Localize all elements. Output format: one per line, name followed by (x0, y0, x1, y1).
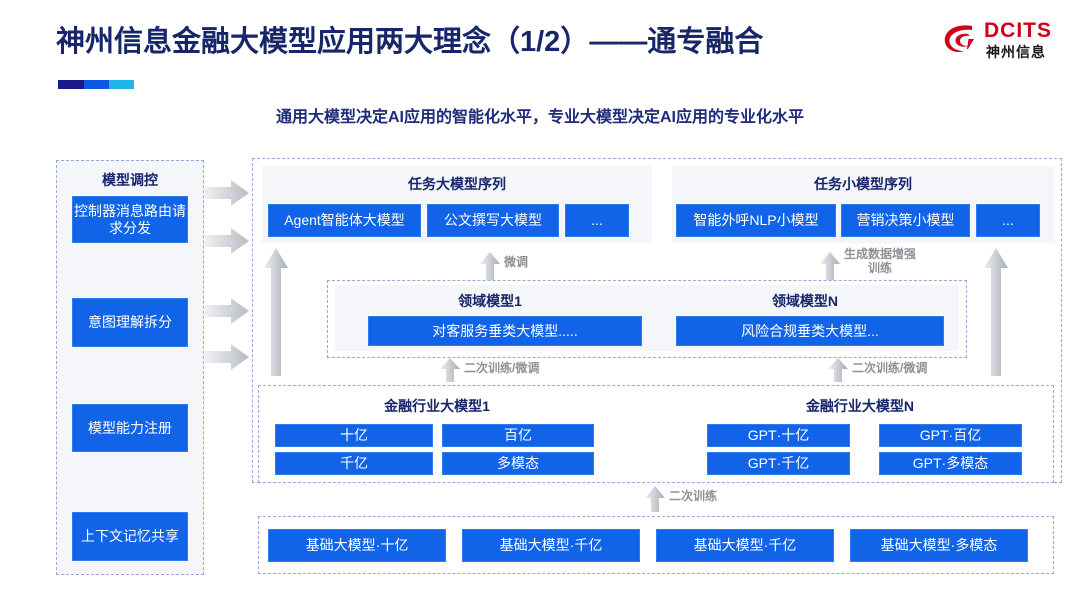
domain-panel-0-title: 领域模型1 (458, 293, 522, 309)
task-panel-0-title: 任务大模型序列 (408, 176, 506, 192)
sidebar-item-0[interactable]: 控制器消息路由请求分发 (72, 196, 188, 243)
dcits-logo: DCITS 神州信息 (942, 18, 1066, 66)
label-retrain-finetune-left: 二次训练/微调 (464, 361, 540, 375)
arrow-up-icon-retrain (645, 486, 665, 512)
industry-1-box-2[interactable]: GPT·千亿 (707, 452, 850, 475)
industry-1-box-1[interactable]: GPT·百亿 (879, 424, 1022, 447)
sidebar-title: 模型调控 (102, 172, 158, 188)
industry-1-box-0[interactable]: GPT·十亿 (707, 424, 850, 447)
foundation-box-0[interactable]: 基础大模型·十亿 (268, 529, 446, 562)
industry-1-box-3[interactable]: GPT·多模态 (879, 452, 1022, 475)
task-0-box-1[interactable]: 公文撰写大模型 (427, 204, 559, 237)
domain-1-box[interactable]: 风险合规垂类大模型... (676, 316, 944, 346)
logo-sub-wordmark: 神州信息 (986, 44, 1046, 60)
foundation-box-3[interactable]: 基础大模型·多模态 (850, 529, 1028, 562)
sidebar-item-3[interactable]: 上下文记忆共享 (72, 512, 188, 561)
domain-0-box[interactable]: 对客服务垂类大模型..... (368, 316, 642, 346)
domain-panel-1-title: 领域模型N (771, 293, 839, 309)
arrow-up-icon-data-aug (820, 252, 840, 280)
sidebar-item-1[interactable]: 意图理解拆分 (72, 298, 188, 347)
arrow-right-icon-3 (205, 344, 249, 370)
arrow-right-icon-2 (205, 298, 249, 324)
task-panel-1-title: 任务小模型序列 (814, 176, 912, 192)
arrow-up-icon-retrain-right (828, 358, 848, 382)
label-retrain: 二次训练 (669, 489, 718, 503)
accent-bar (58, 80, 134, 89)
arrow-up-icon-tall-right (984, 248, 1008, 376)
industry-panel-1-title: 金融行业大模型N (805, 398, 915, 414)
task-1-box-1[interactable]: 营销决策小模型 (841, 204, 970, 237)
page-subtitle: 通用大模型决定AI应用的智能化水平，专业大模型决定AI应用的专业化水平 (275, 109, 804, 126)
arrow-up-icon-retrain-left (440, 358, 460, 382)
label-retrain-finetune-right: 二次训练/微调 (852, 361, 928, 375)
page-title: 神州信息金融大模型应用两大理念（1/2）——通专融合 (56, 26, 764, 58)
foundation-box-2[interactable]: 基础大模型·千亿 (656, 529, 834, 562)
arrow-up-icon-tall-left (264, 248, 288, 376)
task-0-box-2[interactable]: ... (565, 204, 629, 237)
industry-0-box-2[interactable]: 千亿 (275, 452, 433, 475)
arrow-right-icon-1 (205, 228, 249, 254)
industry-panel-0-title: 金融行业大模型1 (384, 398, 490, 414)
arrow-up-icon-finetune (480, 252, 500, 280)
arrow-right-icon-0 (205, 180, 249, 206)
task-0-box-0[interactable]: Agent智能体大模型 (268, 204, 421, 237)
industry-0-box-3[interactable]: 多模态 (442, 452, 594, 475)
industry-0-box-0[interactable]: 十亿 (275, 424, 433, 447)
label-fine-tune: 微调 (504, 255, 529, 269)
foundation-box-1[interactable]: 基础大模型·千亿 (462, 529, 640, 562)
industry-0-box-1[interactable]: 百亿 (442, 424, 594, 447)
label-data-augment: 生成数据增强 训练 (844, 247, 917, 275)
dcits-swirl-icon (944, 25, 974, 52)
logo-wordmark: DCITS (984, 19, 1052, 42)
task-1-box-0[interactable]: 智能外呼NLP小模型 (676, 204, 836, 237)
sidebar-item-2[interactable]: 模型能力注册 (72, 404, 188, 452)
task-1-box-2[interactable]: ... (976, 204, 1040, 237)
